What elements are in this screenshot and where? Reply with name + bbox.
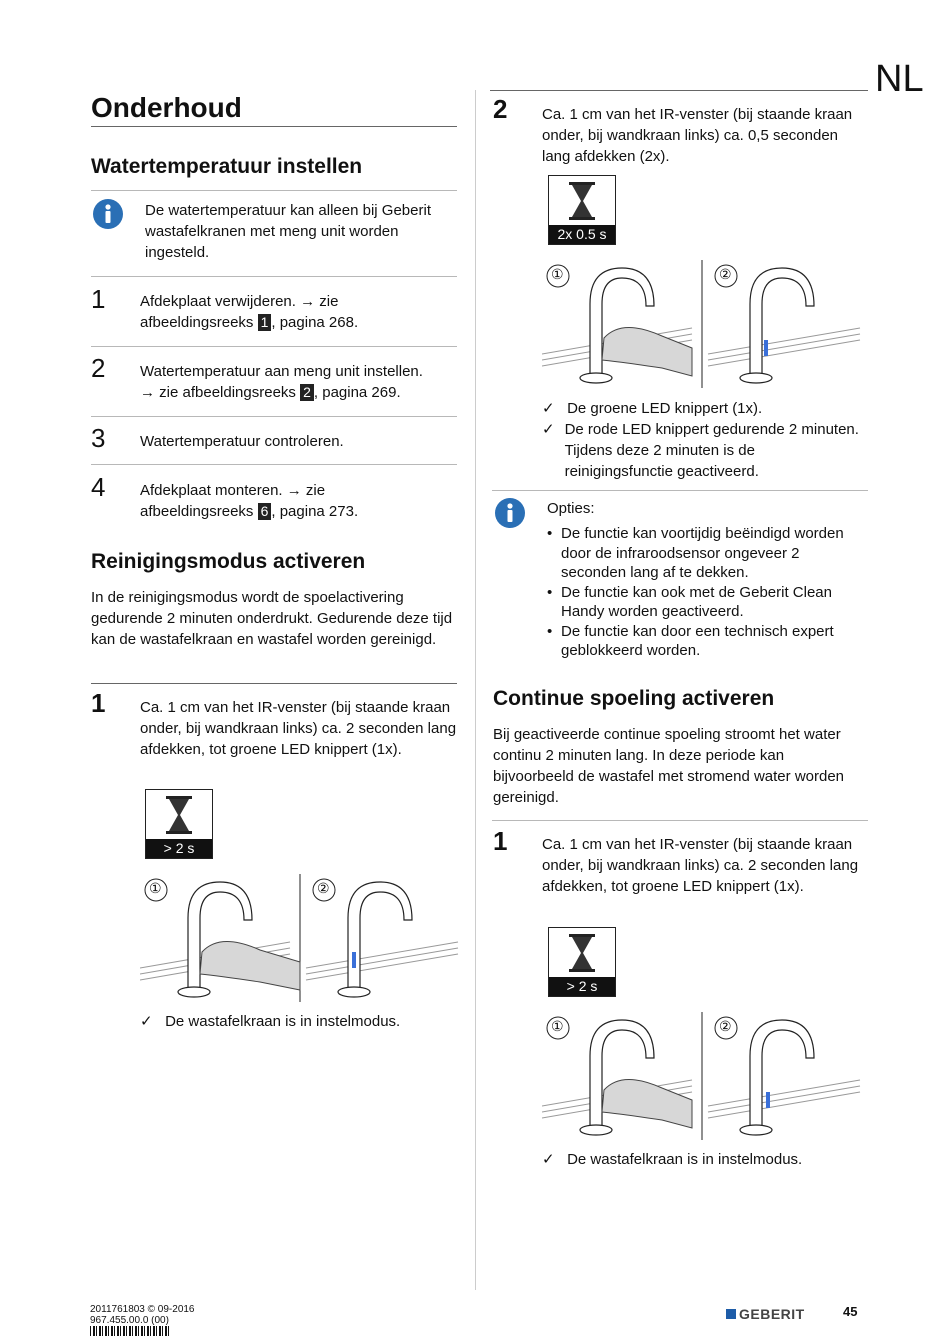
brand-logo: GEBERIT [726,1306,805,1322]
info-icon [93,199,123,229]
faucet-illustration: ① ② [541,258,862,390]
hourglass-icon [569,182,595,220]
language-tag: NL [875,58,924,100]
timer-label: > 2 s [549,977,615,996]
timer-badge: 2x 0.5 s [548,175,616,245]
illustration-label: ① [149,880,162,896]
check-icon: ✓ [542,400,555,417]
figure-ref: 2 [300,384,314,401]
options-title: Opties: [547,500,595,517]
barcode: 967.455.00.0 (00) [90,1316,170,1336]
figure-ref: 1 [257,314,272,331]
section-intro: Bij geactiveerde continue spoeling stroo… [493,726,845,806]
page-title: Onderhoud [91,92,242,123]
step-text: Ca. 1 cm van het IR-venster (bij staande… [542,106,853,165]
timer-badge: > 2 s [145,789,213,859]
step-number: 1 [91,284,106,314]
barcode-bars [90,1326,170,1336]
page-number: 45 [843,1304,858,1319]
step-number: 3 [91,423,106,453]
info-icon [495,498,525,528]
step-number: 1 [91,688,106,718]
top-rule-right [490,90,868,91]
logo-square-icon [726,1309,736,1319]
result-check: ✓ De wastafelkraan is in instelmodus. [140,1013,401,1030]
options-list: De functie kan voortijdig beëindigd word… [547,524,857,661]
list-item: De functie kan ook met de Geberit Clean … [547,583,857,622]
illustration-label: ① [551,266,564,282]
step-text: Watertemperatuur aan meng unit instellen… [140,363,423,401]
illustration-label: ② [719,266,732,282]
check-icon: ✓ [140,1013,153,1030]
timer-badge: > 2 s [548,927,616,997]
step-text: Afdekplaat verwijderen. → zie afbeelding… [140,293,359,331]
step-number: 4 [91,472,106,502]
step-number: 2 [493,94,508,124]
result-check: ✓ De groene LED knippert (1x). ✓De rode … [542,400,859,480]
step-number: 2 [91,353,106,383]
result-check: ✓ De wastafelkraan is in instelmodus. [542,1151,803,1168]
illustration-label: ② [317,880,330,896]
faucet-illustration: ① ② [541,1010,862,1142]
step-text: Watertemperatuur controleren. [140,433,344,450]
section-intro: In de reinigingsmodus wordt de spoelacti… [91,589,453,648]
faucet-illustration: ① ② [139,872,460,1004]
doc-id: 2011761803 © 09-2016 [90,1304,195,1315]
section-heading-continuous: Continue spoeling activeren [493,687,775,710]
hourglass-icon [569,934,595,972]
info-text: De watertemperatuur kan alleen bij Geber… [145,202,431,261]
step-text: Ca. 1 cm van het IR-venster (bij staande… [542,836,859,895]
check-icon: ✓ [542,1151,555,1168]
figure-ref: 6 [257,503,272,520]
list-item: De functie kan door een technisch expert… [547,622,857,661]
list-item: De functie kan voortijdig beëindigd word… [547,524,857,583]
hourglass-icon [166,796,192,834]
illustration-label: ② [719,1018,732,1034]
illustration-label: ① [551,1018,564,1034]
step-text: Ca. 1 cm van het IR-venster (bij staande… [140,699,457,758]
section-heading-temperature: Watertemperatuur instellen [91,155,363,178]
column-divider [475,90,476,1290]
step-text: Afdekplaat monteren. → zie afbeeldingsre… [140,482,359,520]
check-icon: ✓ [542,421,555,438]
step-number: 1 [493,826,508,856]
timer-label: 2x 0.5 s [549,225,615,244]
section-heading-cleaning: Reinigingsmodus activeren [91,550,366,573]
timer-label: > 2 s [146,839,212,858]
